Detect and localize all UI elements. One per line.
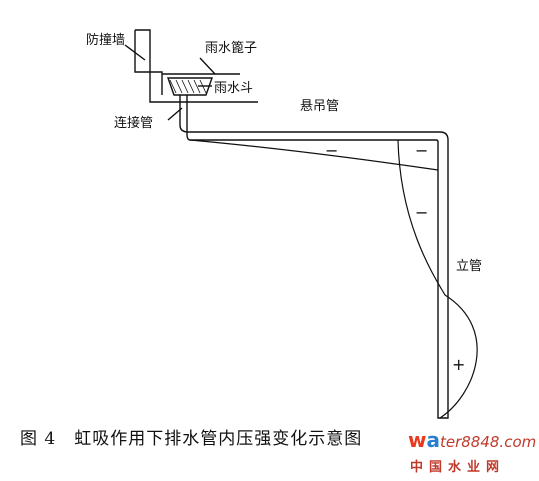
barrier-wall bbox=[135, 29, 258, 103]
grate-label: 雨水篦子 bbox=[205, 41, 257, 56]
grate-label-leader bbox=[199, 57, 216, 75]
wall-label: 防撞墙 bbox=[86, 32, 125, 48]
minus-sign-corner: − bbox=[415, 141, 428, 160]
figure-number: 图 4 bbox=[20, 429, 57, 449]
connector-label-leader bbox=[167, 107, 183, 121]
figure-title: 虹吸作用下排水管内压强变化示意图 bbox=[74, 429, 363, 449]
minus-sign-hanging: − bbox=[325, 141, 338, 160]
connector-pipe bbox=[179, 95, 449, 419]
plus-sign-riser: + bbox=[452, 355, 465, 374]
watermark-cn: 中国水业网 bbox=[410, 460, 506, 475]
watermark-logo: water8848.com bbox=[408, 428, 537, 452]
wall-label-leader bbox=[124, 44, 146, 61]
hopper-label: 雨水斗 bbox=[214, 81, 253, 96]
riser-label: 立管 bbox=[456, 259, 482, 274]
figure-caption: 图 4 虹吸作用下排水管内压强变化示意图 bbox=[20, 424, 362, 449]
rain-hopper bbox=[167, 77, 213, 96]
connector-label: 连接管 bbox=[114, 115, 153, 131]
pressure-curve-riser bbox=[397, 139, 478, 419]
minus-sign-riser: − bbox=[415, 203, 428, 222]
barrier-wall-inner bbox=[134, 30, 163, 95]
pressure-curve-hanging bbox=[189, 139, 439, 171]
hanging-pipe-label: 悬吊管 bbox=[300, 99, 339, 114]
